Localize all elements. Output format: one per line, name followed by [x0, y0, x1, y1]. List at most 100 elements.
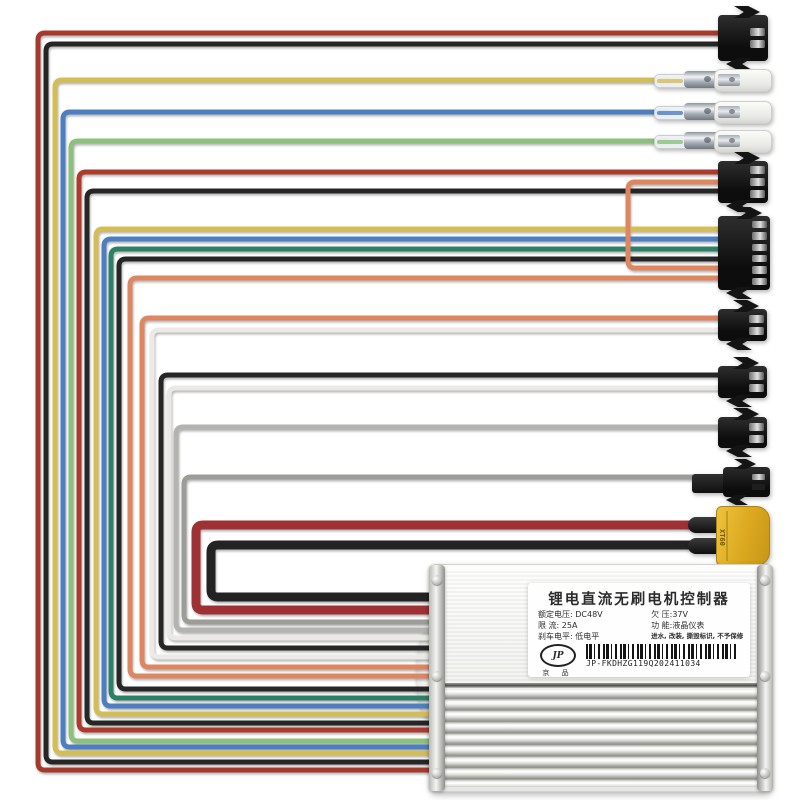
- crimp-dimple: [704, 108, 711, 114]
- wire-sm2b-white: [149, 327, 729, 660]
- wire-tint: [657, 111, 683, 115]
- spec-rated-voltage: 额定电压: DC48V: [538, 610, 603, 619]
- spec-function: 功 能:液晶仪表: [651, 621, 705, 630]
- socket-body: [723, 467, 770, 497]
- pin-contact: [750, 166, 765, 174]
- pin-contact: [750, 190, 765, 198]
- warranty-warning: 进水, 改装, 撕毁标识, 不予保修: [651, 632, 744, 640]
- heatsink-fins: [443, 690, 759, 787]
- brand-logo: JP: [540, 644, 576, 667]
- blade-dimple: [729, 77, 735, 82]
- pin-contact: [749, 372, 764, 380]
- spec-brake-level: 刹车电平: 低电平: [538, 632, 600, 641]
- sm-connector-body: [718, 309, 767, 341]
- left-mount-flange: [429, 565, 445, 791]
- pin-contact: [749, 315, 764, 323]
- sm-2pin-c: [718, 357, 767, 398]
- pin-contact: [749, 384, 764, 392]
- spec-row: 额定电压: DC48V 欠 压:37V: [538, 609, 740, 620]
- pin-contact: [752, 221, 767, 229]
- wire-sm2d-gray: [173, 424, 729, 633]
- housing-groove: [726, 511, 728, 561]
- wire-sm6-orange: [127, 275, 729, 679]
- wire-sm6-yellow: [93, 226, 729, 717]
- spade-blade: [718, 106, 740, 118]
- crimp-barrel: [684, 71, 722, 88]
- wire-sm3-black: [84, 188, 729, 726]
- wire-sm6-black: [116, 256, 729, 692]
- wire-sm3-red: [76, 169, 729, 733]
- xt60-label: XT60: [718, 528, 726, 546]
- crimp-barrel: [684, 103, 722, 120]
- wire-sm2b-orange: [139, 315, 729, 670]
- crimp-dimple: [704, 76, 711, 82]
- wire-orange-loop-jumper: [625, 179, 727, 271]
- spade-blue: [652, 100, 772, 124]
- screw-icon: [760, 671, 770, 681]
- pin-contact: [752, 243, 767, 251]
- wire-indicator-black: [43, 41, 729, 765]
- latch-tab-icon: [733, 300, 759, 312]
- pin-contact: [752, 277, 767, 285]
- pin-contact: [749, 434, 764, 443]
- latch-tab-icon: [734, 152, 760, 164]
- latch-tab-icon: [734, 6, 760, 18]
- sm-2pin-top: [718, 6, 768, 61]
- plug-body: [692, 474, 728, 493]
- crimp-dimple: [704, 137, 711, 143]
- label-title: 锂电直流无刷电机控制器: [548, 591, 730, 608]
- blade-dimple: [729, 109, 735, 114]
- wire-tint: [657, 140, 683, 144]
- case-groove: [440, 683, 762, 688]
- pin-contact: [750, 178, 765, 186]
- spade-yellow: [652, 68, 772, 92]
- wire-phase-yellow: [52, 77, 671, 756]
- wire-battery-black: [206, 540, 705, 602]
- xt60-housing: XT60: [716, 506, 770, 566]
- latch-tab-icon: [734, 459, 756, 469]
- spec-row: 刹车电平: 低电平 进水, 改装, 撕毁标识, 不予保修: [538, 631, 744, 642]
- barcode-text: JP-FKDHZG119Q202411034: [586, 659, 701, 668]
- sm-connector-body: [718, 15, 768, 61]
- sm-mated-pair: [692, 459, 770, 499]
- spade-blade: [718, 74, 740, 86]
- pin-contact: [752, 266, 767, 274]
- wire-sm6-green: [108, 246, 729, 701]
- wire-battery-red: [191, 520, 705, 615]
- latch-tab-icon: [733, 408, 759, 420]
- pin-contact: [750, 28, 765, 36]
- sm-3pin: [718, 152, 768, 203]
- sm-2pin-d: [718, 408, 767, 448]
- screw-icon: [432, 671, 442, 681]
- brand-name: 京 品: [542, 669, 574, 677]
- screw-icon: [432, 768, 442, 778]
- spec-current-limit: 限 流: 25A: [538, 621, 578, 630]
- pin-contact: [749, 327, 764, 335]
- wire-phase-green: [68, 138, 671, 744]
- latch-tab-icon: [736, 207, 762, 219]
- pin-contact: [750, 40, 765, 48]
- screw-icon: [760, 575, 770, 585]
- crimp-barrel: [684, 132, 722, 149]
- latch-tab-icon: [733, 357, 759, 369]
- screw-icon: [432, 575, 442, 585]
- blade-dimple: [729, 138, 735, 143]
- wire-phase-blue: [60, 109, 671, 750]
- wire-sm2c-white: [166, 385, 729, 641]
- pin-contact: [752, 255, 767, 263]
- spec-row: 限 流: 25A 功 能:液晶仪表: [538, 620, 740, 631]
- pin-cavity: [752, 484, 765, 490]
- screw-icon: [760, 768, 770, 778]
- wire-sm2c-black: [158, 372, 729, 651]
- frosted-sleeve: [714, 69, 772, 92]
- motor-controller: 锂电直流无刷电机控制器 额定电压: DC48V 欠 压:37V 限 流: 25A…: [429, 564, 773, 792]
- sm-6pin: [718, 207, 770, 290]
- frosted-sleeve: [714, 130, 772, 153]
- xt60-battery: XT60: [688, 506, 770, 566]
- product-label: 锂电直流无刷电机控制器 额定电压: DC48V 欠 压:37V 限 流: 25A…: [528, 583, 750, 677]
- right-mount-flange: [757, 565, 773, 791]
- wire-indicator-red: [35, 30, 729, 773]
- barcode: [586, 644, 736, 659]
